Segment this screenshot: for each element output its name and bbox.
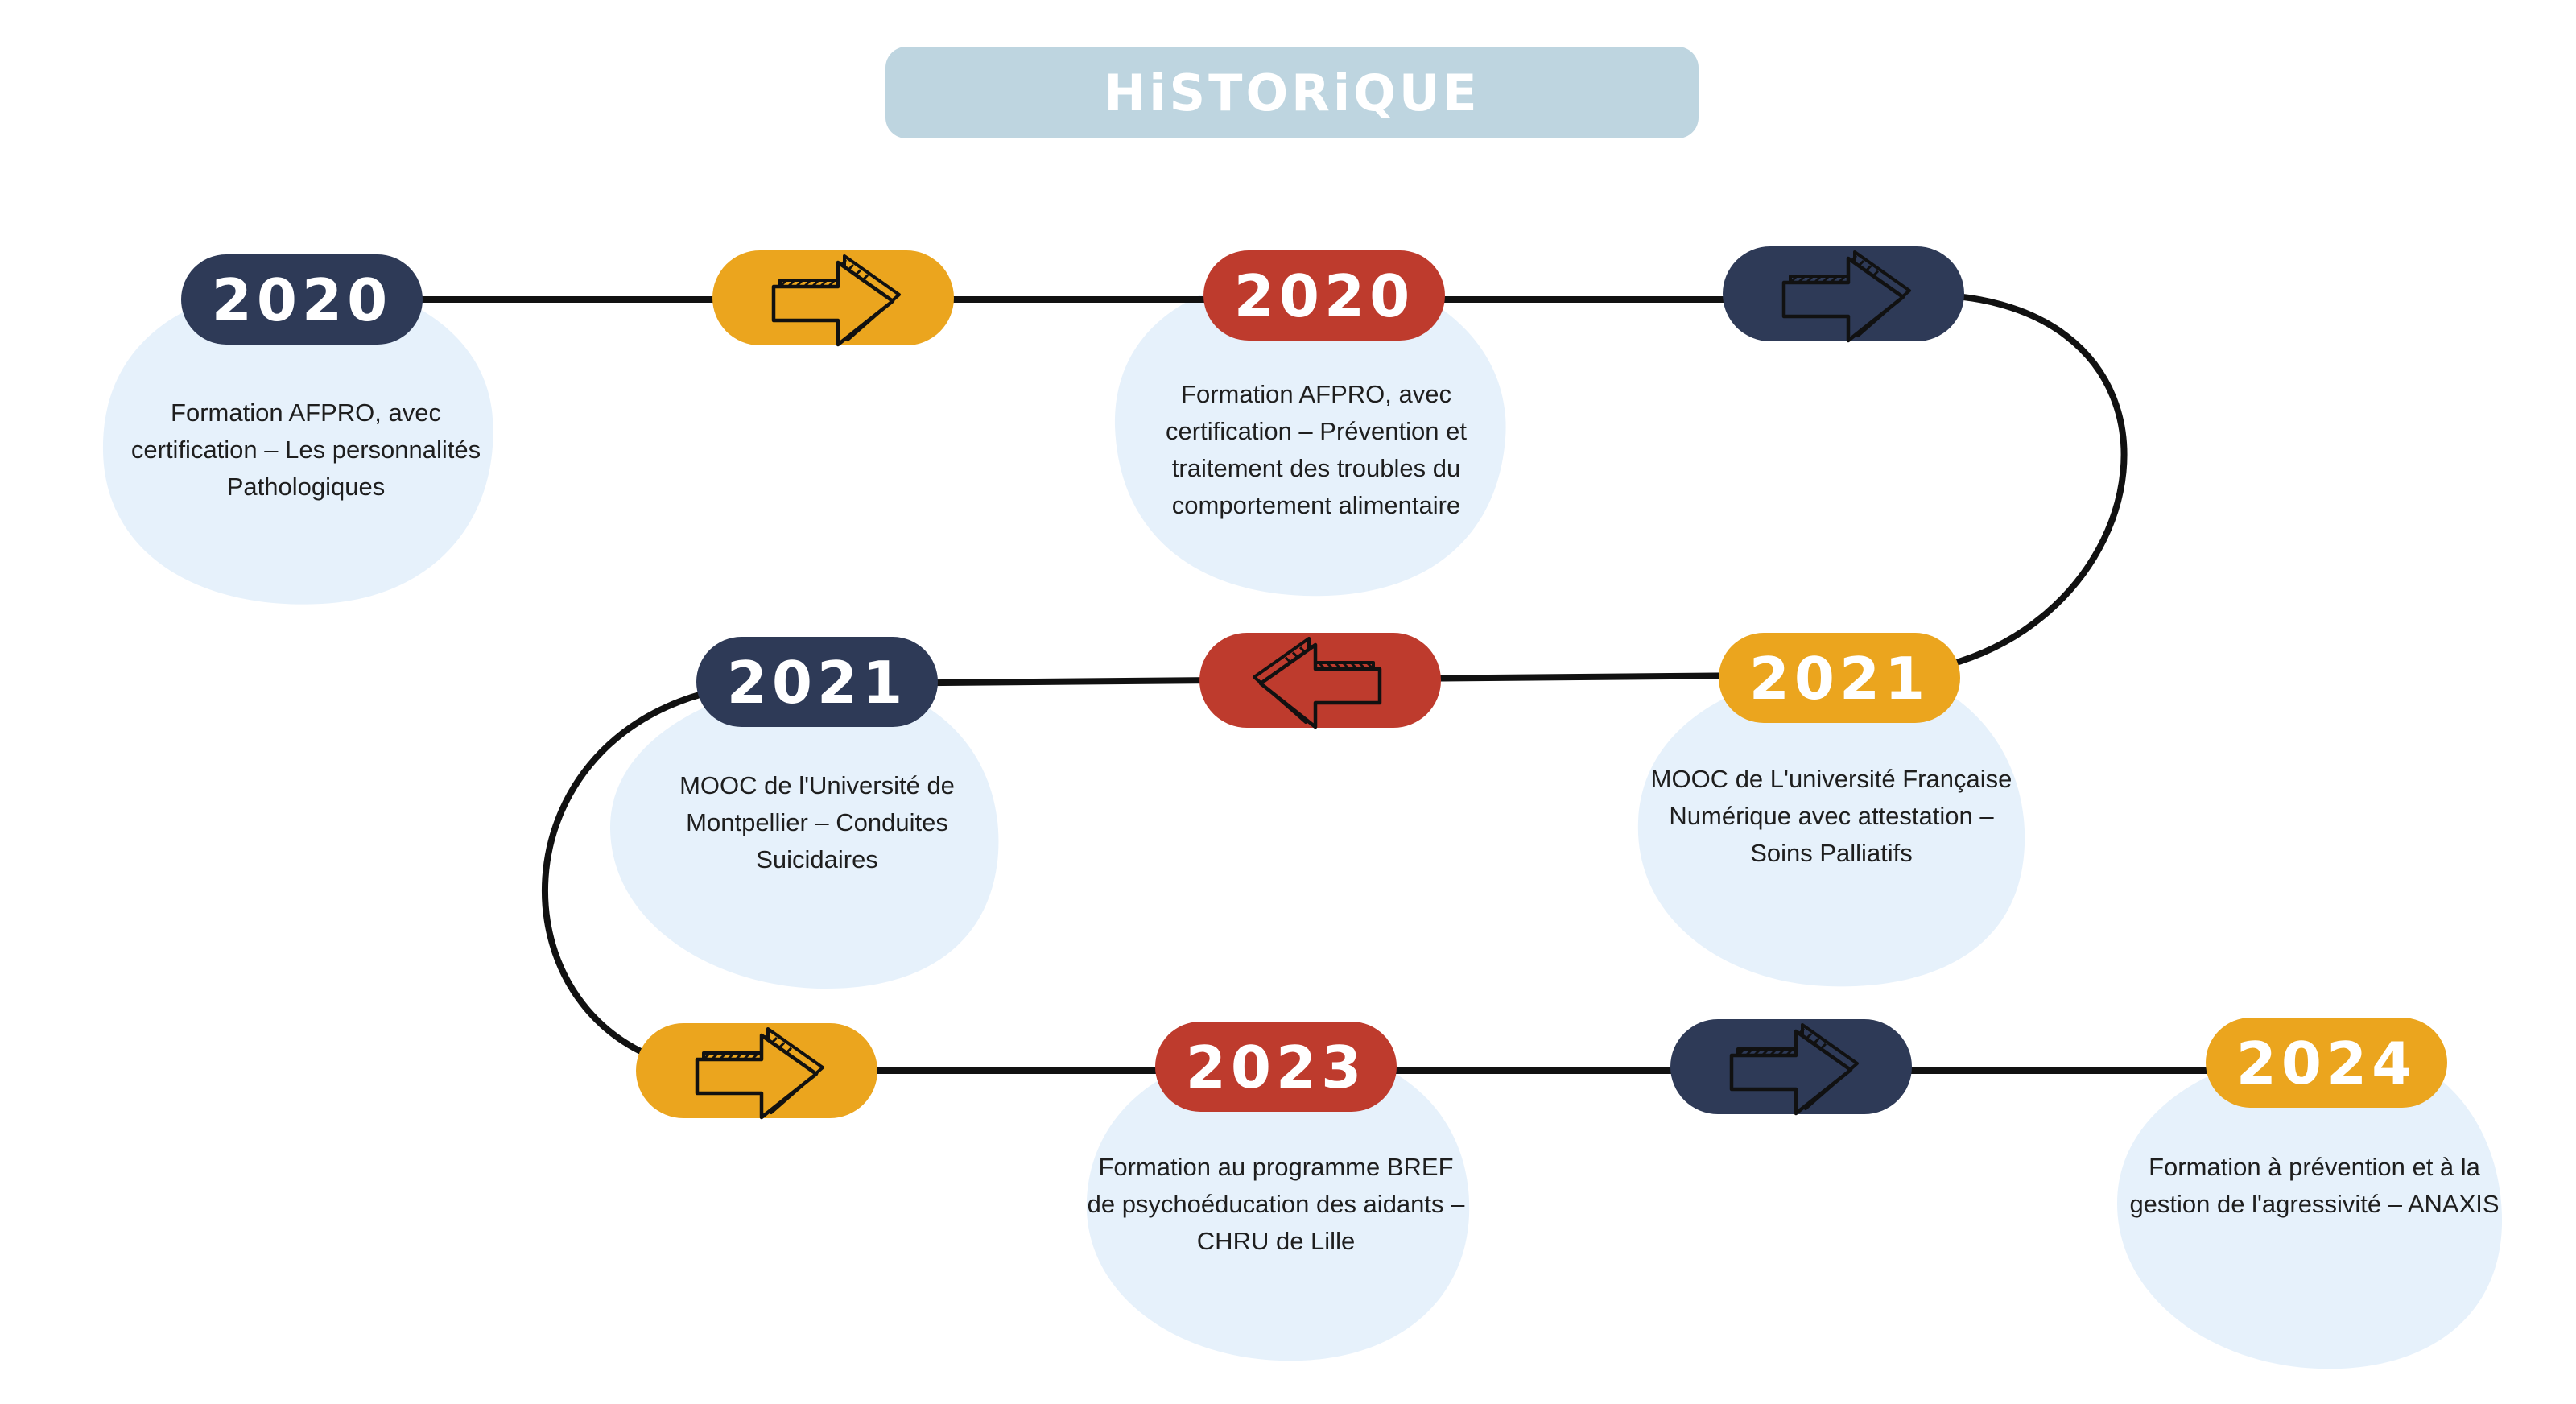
connectors-layer	[636, 246, 1964, 1120]
milestone-description: Formation au programme BREF de psychoédu…	[1087, 1153, 1465, 1255]
blob-layer	[102, 271, 2503, 1369]
year-label: 2020	[212, 266, 392, 334]
arrow-right-icon	[1781, 250, 1911, 343]
year-badge: 2024	[2206, 1018, 2447, 1108]
year-badge-bg	[2206, 1018, 2447, 1108]
connector-pill	[1670, 1019, 1912, 1116]
milestone-blob-6	[2117, 1046, 2503, 1369]
arrow-right-icon	[771, 254, 901, 347]
year-badge-bg	[1719, 633, 1960, 723]
connector-pill	[1723, 246, 1964, 343]
page-title: HiSTORiQUE	[1104, 63, 1480, 122]
arrow-right-icon	[1729, 1023, 1859, 1116]
year-label: 2021	[1749, 645, 1930, 712]
year-badge: 2021	[1719, 633, 1960, 723]
year-badge-bg	[181, 254, 423, 345]
year-label: 2023	[1186, 1034, 1366, 1101]
timeline-path	[375, 291, 2306, 1074]
milestone-description: MOOC de L'université Française Numérique…	[1650, 765, 2013, 867]
years-layer: 2020 2020 2021 2021 2023 2024	[181, 250, 2447, 1112]
year-badge-bg	[1203, 250, 1445, 341]
milestone-description: MOOC de l'Université de Montpellier – Co…	[679, 771, 955, 873]
milestone-blob-4	[609, 679, 999, 989]
milestone-blob-2	[1114, 271, 1506, 597]
year-badge: 2021	[696, 637, 938, 727]
arrow-left-icon	[1253, 637, 1382, 729]
milestone-blob-3	[1637, 667, 2025, 987]
year-badge: 2020	[181, 254, 423, 345]
year-badge: 2023	[1155, 1022, 1397, 1112]
connector-pill	[1199, 633, 1441, 729]
milestone-description: Formation à prévention et à la gestion d…	[2129, 1153, 2500, 1218]
year-label: 2020	[1234, 262, 1414, 330]
year-badge: 2020	[1203, 250, 1445, 341]
milestone-blob-1	[102, 281, 493, 605]
connector-pill	[712, 250, 954, 347]
milestone-description: Formation AFPRO, avec certification – Pr…	[1166, 380, 1467, 519]
year-badge-bg	[1155, 1022, 1397, 1112]
connector-pill	[636, 1023, 877, 1120]
year-label: 2021	[727, 649, 907, 716]
milestone-description: Formation AFPRO, avec certification – Le…	[130, 398, 481, 501]
year-label: 2024	[2236, 1030, 2417, 1097]
arrow-right-icon	[695, 1027, 824, 1120]
year-badge-bg	[696, 637, 938, 727]
milestone-blob-5	[1086, 1046, 1470, 1361]
title-banner: HiSTORiQUE	[886, 47, 1699, 138]
